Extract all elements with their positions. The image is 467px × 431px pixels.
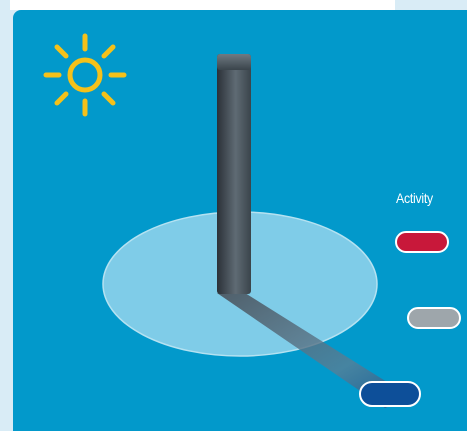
activity-medium-indicator[interactable] — [407, 307, 461, 329]
legend-title: Activity — [396, 190, 433, 206]
sundial-scene — [13, 10, 467, 431]
sundial-panel: Activity — [13, 10, 467, 431]
activity-high-indicator[interactable] — [395, 231, 449, 253]
gnomon — [217, 54, 251, 294]
top-strip — [10, 0, 395, 10]
activity-low-indicator[interactable] — [359, 381, 421, 407]
